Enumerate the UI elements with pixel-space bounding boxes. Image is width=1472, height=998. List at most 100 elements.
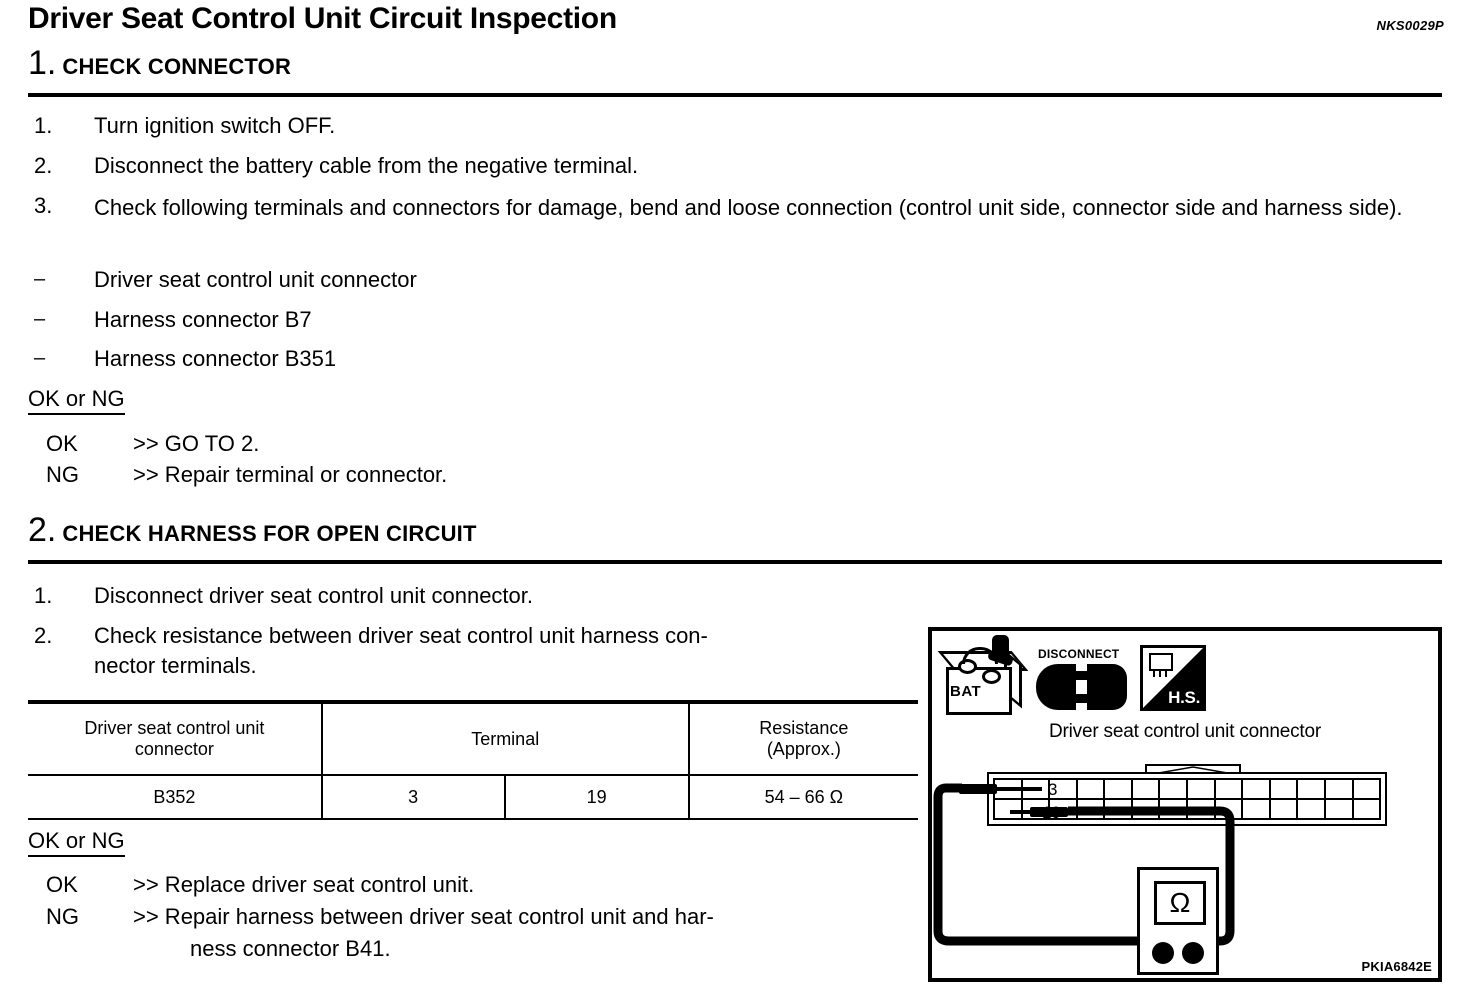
step-2-label: CHECK HARNESS FOR OPEN CIRCUIT [62, 521, 477, 546]
lead-right [1068, 806, 1235, 946]
list-text: Turn ignition switch OFF. [94, 113, 336, 138]
harness-side-icon: H.S. [1140, 645, 1206, 711]
ok-key: OK [46, 872, 78, 897]
list-item: 2. Disconnect the battery cable from the… [34, 152, 1444, 179]
illustration-panel: BAT DISCONNECT H.S. Driver seat control … [928, 627, 1442, 982]
list-item: – Driver seat control unit connector [34, 266, 1444, 293]
ok-value: >> GO TO 2. [133, 431, 260, 456]
step-1-label: CHECK CONNECTOR [62, 54, 292, 79]
hs-pin [1165, 670, 1167, 677]
ok-value: >> Replace driver seat control unit. [133, 872, 475, 897]
ok-result-row: OK >> Replace driver seat control unit. [28, 869, 474, 900]
pin-cell [1243, 780, 1271, 798]
list-marker: 1. [34, 583, 53, 608]
list-item: 3. Check following terminals and connect… [34, 192, 1442, 224]
battery-terminal-right [982, 669, 1001, 684]
header-resistance-line2: (Approx.) [766, 739, 841, 759]
pin-cell [1326, 780, 1354, 798]
ok-key: OK [46, 431, 78, 456]
pin-cell [1326, 800, 1354, 818]
ohmmeter: Ω [1137, 867, 1219, 975]
cell-connector: B352 [28, 775, 323, 820]
ohmmeter-jack-right [1182, 942, 1204, 964]
connector-pin-grid [993, 778, 1381, 820]
plug-pin-half [1075, 664, 1127, 710]
list-text: nector terminals. [94, 653, 257, 678]
probe-tip-pin3 [959, 784, 997, 794]
ng-key: NG [46, 462, 79, 487]
header-connector-line2: connector [134, 739, 214, 759]
cell-terminal-a: 3 [320, 775, 506, 820]
list-marker: 2. [34, 623, 53, 648]
list-marker: – [34, 268, 46, 290]
test-lead-wiring [933, 783, 1235, 946]
table-row: B352 3 19 54 – 66 Ω [28, 775, 918, 820]
pin-cell-3 [1050, 780, 1078, 798]
pin-cell [1160, 780, 1189, 798]
pin-cell [1078, 780, 1106, 798]
page-title: Driver Seat Control Unit Circuit Inspect… [28, 2, 617, 35]
hs-pin [1159, 670, 1161, 677]
ok-or-ng-title: OK or NG [28, 386, 125, 415]
pin-cell [1133, 780, 1161, 798]
list-item: 2. Check resistance between driver seat … [34, 622, 914, 649]
list-item-continuation: nector terminals. [34, 652, 914, 679]
pin-cell [1105, 780, 1133, 798]
step-1-heading: 1.CHECK CONNECTOR [28, 46, 291, 80]
list-marker: 3. [34, 193, 53, 218]
header-terminal: Terminal [320, 700, 690, 776]
list-text: Driver seat control unit connector [94, 267, 417, 292]
illustration-caption: Driver seat control unit connector [1049, 721, 1321, 742]
list-marker: – [34, 308, 46, 330]
ok-or-ng-title: OK or NG [28, 828, 125, 857]
ng-value-continuation: ness connector B41. [190, 936, 391, 961]
list-text: Disconnect driver seat control unit conn… [94, 583, 534, 608]
ohmmeter-jack-left [1152, 942, 1174, 964]
ng-result-row: NG>> Repair harness between driver seat … [28, 901, 714, 932]
pin-cell [995, 800, 1023, 818]
list-item: 1. Disconnect driver seat control unit c… [34, 582, 914, 609]
pin-label-3: 3 [1048, 780, 1058, 799]
list-text: Harness connector B351 [94, 346, 337, 371]
header-connector: Driver seat control unit connector [28, 700, 323, 776]
list-item: – Harness connector B351 [34, 345, 1444, 372]
battery-front-face [946, 667, 1012, 715]
hs-label: H.S. [1168, 688, 1200, 707]
pin-cell [1216, 800, 1244, 818]
header-connector-line1: Driver seat control unit [84, 718, 265, 738]
pin-cell [1298, 800, 1326, 818]
hs-pin [1153, 670, 1155, 677]
pin-cell [1023, 780, 1051, 798]
resistance-spec-table: Driver seat control unit connector Termi… [28, 700, 918, 820]
ok-result-row: OK >> GO TO 2. [28, 428, 259, 459]
probe-shaft-pin3 [994, 787, 1042, 791]
pin-cell [1243, 800, 1271, 818]
list-marker: 2. [34, 153, 53, 178]
header-resistance: Resistance (Approx.) [687, 700, 918, 776]
list-text: Check following terminals and connectors… [94, 195, 1403, 220]
list-marker: – [34, 347, 46, 369]
connector-housing [987, 772, 1387, 826]
ohmmeter-display: Ω [1154, 881, 1206, 925]
lead-left [933, 783, 1150, 946]
connector-diagram: 3 19 [987, 764, 1387, 826]
step-2-heading: 2.CHECK HARNESS FOR OPEN CIRCUIT [28, 513, 477, 547]
list-text: Check resistance between driver seat con… [94, 623, 708, 648]
step-1-number: 1. [28, 44, 57, 82]
ng-value: >> Repair harness between driver seat co… [133, 904, 714, 929]
battery-label: BAT [950, 683, 982, 700]
table-header-row: Driver seat control unit connector Termi… [28, 700, 918, 776]
list-item: – Harness connector B7 [34, 306, 1444, 333]
hs-connector-glyph [1149, 653, 1173, 671]
list-marker: 1. [34, 113, 53, 138]
list-item: 1. Turn ignition switch OFF. [34, 112, 1444, 139]
cell-resistance: 54 – 66 Ω [687, 775, 918, 820]
header-resistance-line1: Resistance [759, 718, 849, 738]
pin-cell [1298, 780, 1326, 798]
probe-tip-pin19 [1030, 807, 1068, 817]
step-2-number: 2. [28, 511, 57, 549]
pin-cell [1271, 800, 1299, 818]
disconnect-label: DISCONNECT [1038, 647, 1120, 661]
divider-step-1 [28, 93, 1442, 97]
list-text: Disconnect the battery cable from the ne… [94, 153, 639, 178]
